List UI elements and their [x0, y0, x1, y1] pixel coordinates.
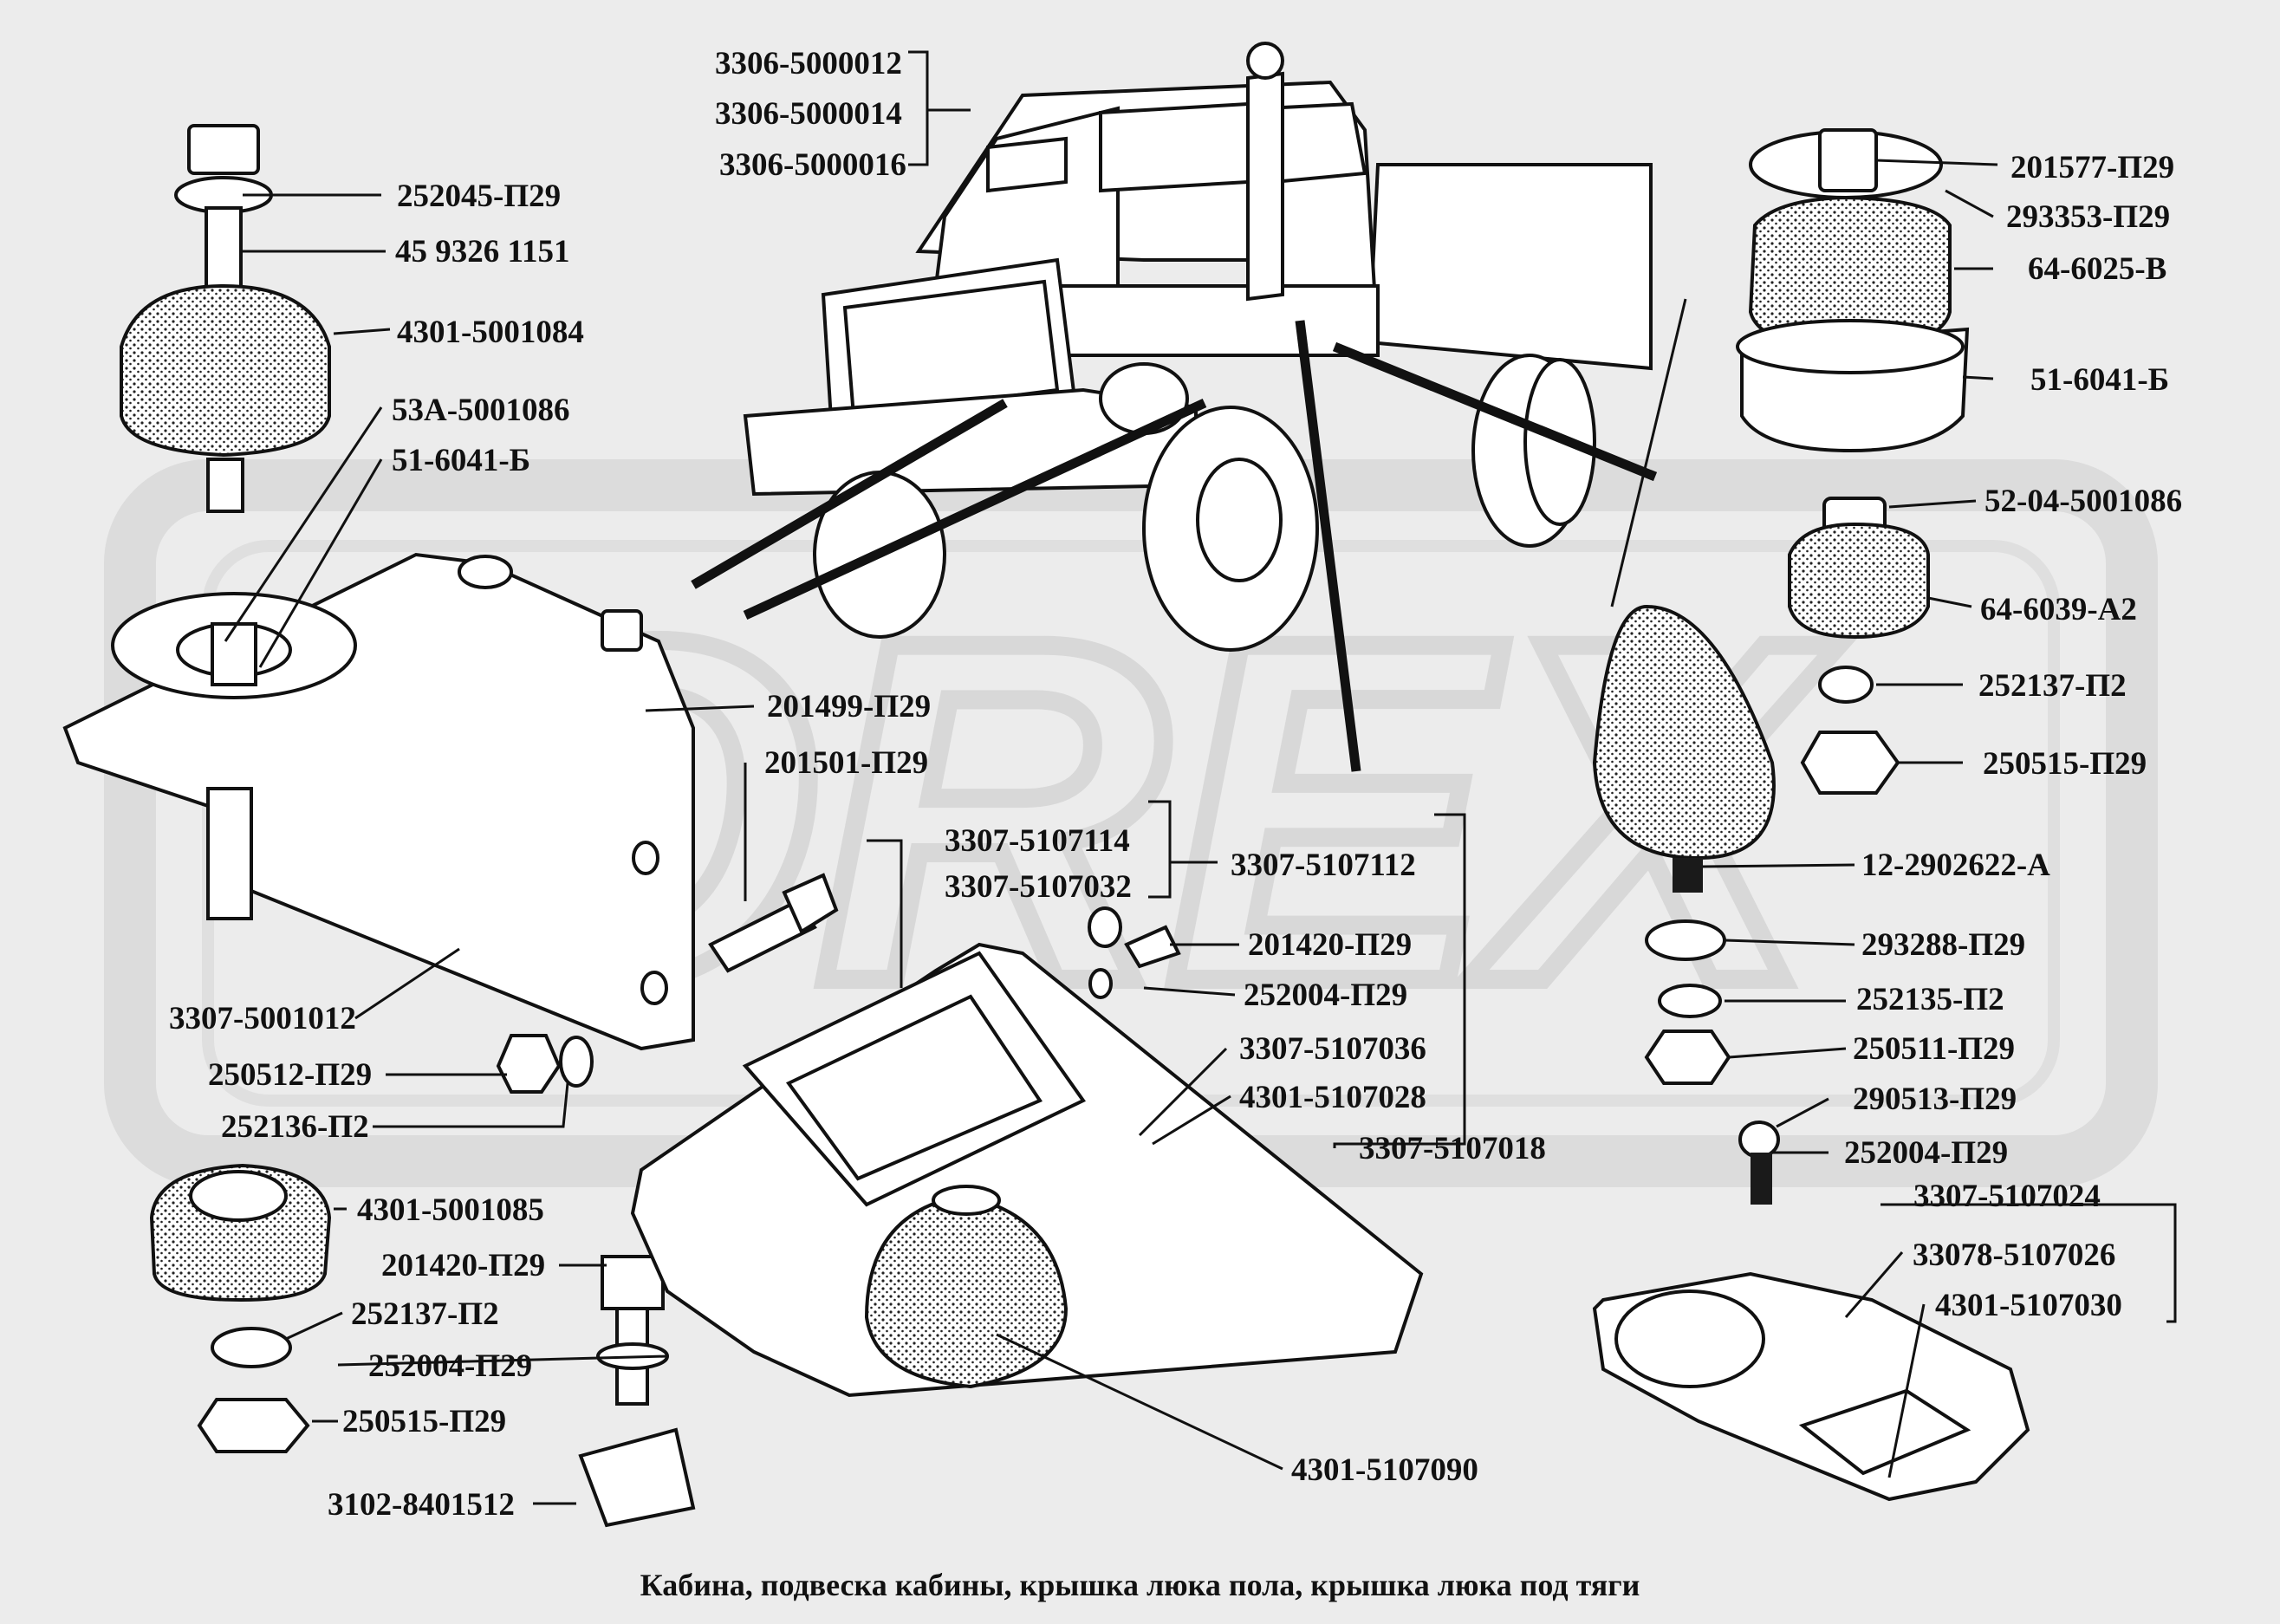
- label-3307-5107024: 3307-5107024: [1913, 1179, 2101, 1214]
- label-64-6039-a2: 64-6039-А2: [1980, 592, 2137, 627]
- label-201577-p29: 201577-П29: [2010, 150, 2174, 185]
- label-252004-p29-left: 252004-П29: [368, 1348, 532, 1384]
- label-3307-5107112: 3307-5107112: [1231, 848, 1416, 883]
- nut-washer-left: [496, 1034, 594, 1094]
- diagram-caption: Кабина, подвеска кабины, крышка люка пол…: [640, 1568, 1640, 1602]
- label-51-6041-b-right: 51-6041-Б: [2030, 362, 2169, 398]
- label-201499-p29: 201499-П29: [767, 689, 931, 724]
- right-mount-mid: [1788, 497, 1930, 795]
- leader-lines: [224, 159, 1998, 1505]
- label-33078-5107026: 33078-5107026: [1913, 1237, 2115, 1273]
- label-252004-p29-center: 252004-П29: [1244, 978, 1407, 1013]
- label-3306-5000012: 3306-5000012: [715, 46, 902, 81]
- label-250515-p29-left: 250515-П29: [342, 1404, 506, 1439]
- right-mount-top: [1736, 128, 1970, 453]
- label-3306-5000014: 3306-5000014: [715, 96, 902, 132]
- label-252004-p29-right: 252004-П29: [1844, 1135, 2008, 1171]
- truck-drawing: [743, 42, 1653, 652]
- bolt-201501: [708, 873, 839, 973]
- label-252137-p2-left: 252137-П2: [351, 1296, 499, 1332]
- left-mount-top: [120, 124, 331, 513]
- label-52-04-5001086: 52-04-5001086: [1984, 484, 2182, 519]
- label-4301-5107028: 4301-5107028: [1239, 1080, 1426, 1115]
- label-3102-8401512: 3102-8401512: [328, 1487, 515, 1523]
- label-250515-p29-right: 250515-П29: [1983, 746, 2147, 782]
- label-252137-p2-right: 252137-П2: [1978, 668, 2127, 704]
- label-201420-p29-center: 201420-П29: [1248, 927, 1412, 963]
- label-53a-5001086: 53А-5001086: [392, 393, 570, 428]
- label-252045-p29: 252045-П29: [397, 179, 561, 214]
- label-293288-p29: 293288-П29: [1861, 927, 2025, 963]
- label-45-9326-1151: 45 9326 1151: [395, 234, 569, 270]
- left-cup-bracket: [62, 552, 695, 1051]
- label-250512-p29: 250512-П29: [208, 1057, 372, 1093]
- label-201501-p29: 201501-П29: [764, 745, 928, 781]
- label-12-2902622-a: 12-2902622-А: [1861, 848, 2050, 883]
- label-3307-5107032: 3307-5107032: [945, 869, 1132, 905]
- label-201420-p29-left: 201420-П29: [381, 1248, 545, 1283]
- label-51-6041-b-left: 51-6041-Б: [392, 443, 530, 478]
- label-3306-5000016: 3306-5000016: [719, 147, 906, 183]
- label-290513-p29: 290513-П29: [1853, 1082, 2017, 1117]
- bump-stop-cone: [1592, 604, 1776, 1085]
- label-252135-p2: 252135-П2: [1856, 982, 2004, 1017]
- label-4301-5107030: 4301-5107030: [1935, 1288, 2122, 1323]
- label-293353-p29: 293353-П29: [2006, 199, 2170, 235]
- label-3307-5107018: 3307-5107018: [1359, 1131, 1546, 1166]
- label-3307-5001012: 3307-5001012: [169, 1001, 356, 1036]
- label-4301-5107090: 4301-5107090: [1291, 1452, 1478, 1488]
- label-3307-5107036: 3307-5107036: [1239, 1031, 1426, 1067]
- label-252136-p2: 252136-П2: [221, 1109, 369, 1145]
- label-64-6025-v: 64-6025-В: [2028, 251, 2166, 287]
- left-mount-bottom: [149, 1163, 332, 1453]
- label-250511-p29: 250511-П29: [1853, 1031, 2015, 1067]
- floor-hatch: [630, 906, 1424, 1398]
- label-4301-5001085: 4301-5001085: [357, 1192, 544, 1228]
- label-3307-5107114: 3307-5107114: [945, 823, 1130, 859]
- label-4301-5001084: 4301-5001084: [397, 315, 584, 350]
